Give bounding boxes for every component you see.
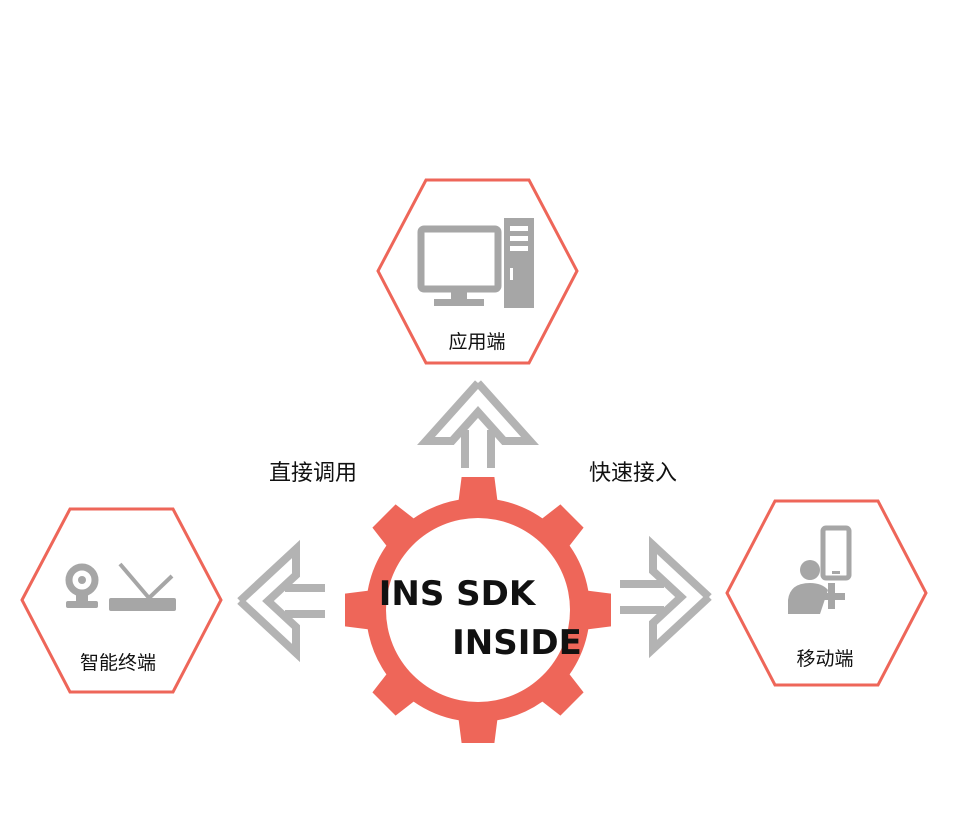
gear-icon [345, 477, 611, 743]
node-label-application: 应用端 [448, 331, 505, 353]
webcam-router-icon [65, 562, 176, 611]
desktop-computer-icon [417, 218, 534, 308]
node-label-smart-terminal: 智能终端 [80, 652, 156, 674]
mobile-user-add-icon [788, 525, 852, 614]
arrow-up-icon [417, 380, 539, 468]
node-application: 应用端 [376, 178, 579, 365]
core-title-line1: INS SDK [379, 574, 537, 614]
node-smart-terminal: 智能终端 [20, 507, 223, 694]
edge-label-quick-access: 快速接入 [589, 461, 677, 486]
arrow-left-icon [237, 539, 325, 663]
edge-label-direct-call: 直接调用 [269, 461, 357, 486]
core-title-line2: INSIDE [452, 623, 582, 663]
node-mobile: 移动端 [725, 499, 928, 687]
node-label-mobile: 移动端 [796, 648, 853, 670]
arrow-right-icon [620, 535, 712, 659]
